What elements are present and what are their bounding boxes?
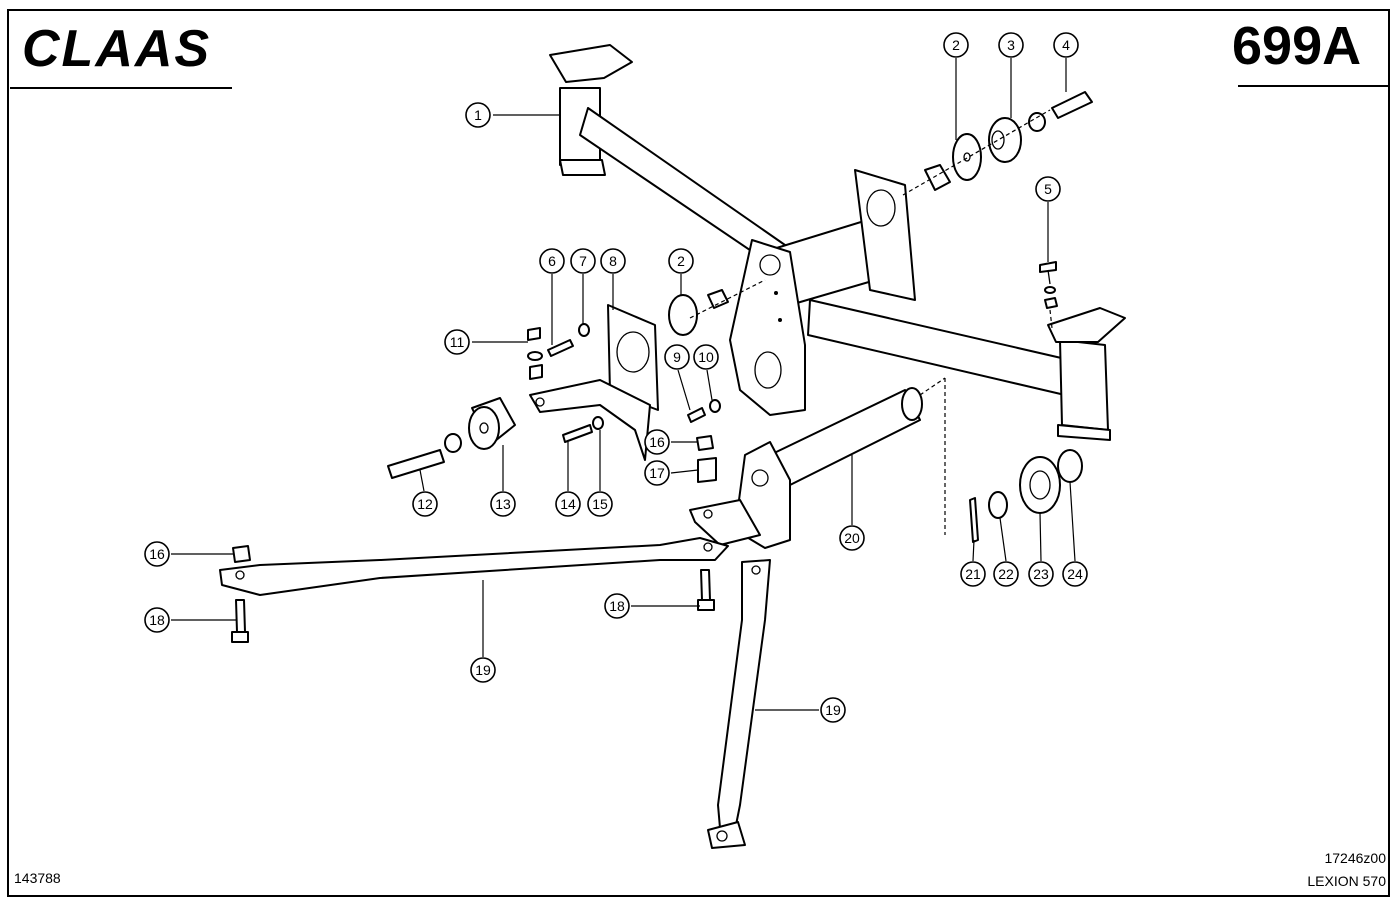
callout-12: 12: [412, 469, 438, 517]
svg-text:2: 2: [952, 37, 960, 53]
svg-text:11: 11: [450, 334, 465, 350]
svg-text:24: 24: [1067, 566, 1083, 582]
svg-text:2: 2: [677, 253, 685, 269]
bolt-18-left: [235, 599, 246, 633]
washer-15: [592, 416, 604, 430]
svg-text:4: 4: [1062, 37, 1070, 53]
washer-12b: [444, 433, 462, 453]
mounting-plate-8: [529, 304, 659, 461]
bolt-18-right: [700, 569, 711, 601]
svg-text:10: 10: [698, 349, 714, 365]
svg-text:13: 13: [495, 496, 511, 512]
svg-text:5: 5: [1044, 181, 1052, 197]
callout-3: 3: [998, 32, 1024, 118]
nut-centre: [707, 289, 729, 309]
callout-19-left: 19: [470, 580, 496, 683]
callout-20: 20: [839, 455, 865, 551]
callout-2-centre: 2: [668, 248, 694, 295]
rubber-block-13: [468, 397, 516, 450]
main-frame: [549, 44, 1126, 441]
callout-18-left: 18: [144, 607, 236, 633]
callout-9: 9: [664, 344, 691, 411]
bolt-12: [387, 449, 445, 479]
svg-text:8: 8: [609, 253, 617, 269]
svg-text:15: 15: [592, 496, 608, 512]
bushing-17: [697, 457, 717, 483]
svg-text:18: 18: [609, 598, 625, 614]
cylinder-20: [689, 387, 923, 549]
callout-22: 22: [993, 517, 1019, 587]
svg-text:23: 23: [1033, 566, 1049, 582]
bolt-6: [547, 339, 574, 357]
brand-logo: CLAAS: [22, 20, 211, 78]
rubber-mount-top: [902, 91, 1093, 196]
svg-text:16: 16: [149, 546, 165, 562]
svg-text:21: 21: [965, 566, 981, 582]
washer-10: [709, 399, 721, 413]
callout-2-top: 2: [943, 32, 969, 140]
svg-text:16: 16: [649, 434, 665, 450]
bolt-set-5: [1039, 261, 1058, 329]
callout-17: 17: [644, 460, 699, 486]
svg-text:12: 12: [417, 496, 433, 512]
svg-text:7: 7: [579, 253, 587, 269]
svg-text:19: 19: [475, 662, 491, 678]
stabilizer-arm-vertical: [707, 559, 771, 849]
footer-left-code: 143788: [14, 870, 61, 886]
svg-text:14: 14: [560, 496, 576, 512]
page-number: 699A: [1232, 16, 1361, 76]
footer-drawing-code: 17246z00: [1324, 850, 1386, 866]
washer-7: [578, 323, 590, 337]
footer-model: LEXION 570: [1307, 873, 1386, 889]
callout-11: 11: [444, 329, 528, 355]
bearing-23: [1019, 456, 1061, 514]
callout-21: 21: [960, 539, 986, 587]
callout-5: 5: [1035, 176, 1061, 262]
svg-text:22: 22: [998, 566, 1014, 582]
pin-21: [969, 497, 979, 543]
svg-text:1: 1: [474, 107, 482, 123]
callout-7: 7: [570, 248, 596, 324]
callout-8: 8: [600, 248, 626, 310]
bolt-9: [687, 407, 706, 423]
washer-2: [668, 294, 698, 336]
callout-14: 14: [555, 440, 581, 517]
callout-15: 15: [587, 430, 613, 517]
bolt-11-stack: [527, 327, 543, 380]
nut-24: [1057, 449, 1083, 483]
callout-23: 23: [1028, 512, 1054, 587]
callout-6: 6: [539, 248, 565, 345]
svg-text:17: 17: [649, 465, 665, 481]
svg-text:6: 6: [548, 253, 556, 269]
svg-text:9: 9: [673, 349, 681, 365]
washer-22: [988, 491, 1008, 519]
callout-16-left: 16: [144, 541, 233, 567]
stabilizer-arm-left: [219, 537, 729, 596]
bolt-14: [562, 424, 593, 443]
nut-16-left: [232, 545, 251, 563]
svg-text:3: 3: [1007, 37, 1015, 53]
callout-16-centre: 16: [644, 429, 697, 455]
svg-text:18: 18: [149, 612, 165, 628]
svg-text:19: 19: [825, 702, 841, 718]
callout-18-right: 18: [604, 593, 700, 619]
nut-16: [696, 435, 714, 451]
page-border: [7, 9, 1390, 897]
callout-19-right: 19: [755, 697, 846, 723]
callout-24: 24: [1062, 481, 1088, 587]
callout-4: 4: [1053, 32, 1079, 92]
svg-text:20: 20: [844, 530, 860, 546]
callout-13: 13: [490, 445, 516, 517]
callout-10: 10: [693, 344, 719, 401]
callout-1: 1: [465, 102, 560, 128]
